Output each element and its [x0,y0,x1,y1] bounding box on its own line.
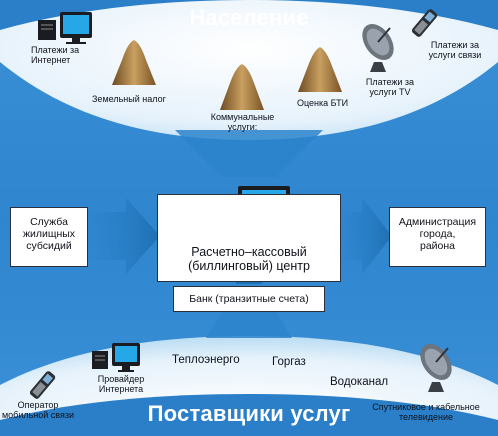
label-teploenergo: Теплоэнерго [172,354,240,366]
pyramid-icon [112,40,156,85]
label-telecom-pay: Платежи за услуги связи [428,40,482,61]
label-internet-pay: Платежи за Интернет [31,45,80,66]
label-tv-pay: Платежи за услуги TV [365,77,415,98]
bank-box: Банк (транзитные счета) [173,286,325,312]
subsidy-service-label: Служба жилищных субсидий [22,216,76,253]
label-vodokanal: Водоканал [330,376,389,388]
label-internet-provider: Провайдер Интернета [97,374,145,395]
arrow-center-to-right [340,198,392,274]
label-satellite-tv: Спутниковое и кабельное телевидение [372,402,480,423]
computer-icon [92,343,140,372]
label-land-tax: Земельный налог [92,94,166,104]
bank-label: Банк (транзитные счета) [189,293,309,305]
mobile-phone-icon [29,371,56,399]
providers-title: Поставщики услуг [147,401,351,426]
label-gorgaz: Горгаз [272,356,306,368]
label-utilities: Коммунальные услуги: [210,112,275,133]
arrow-bank-to-bottom [206,312,292,338]
administration-label: Администрация города, района [398,216,477,253]
administration-box: Администрация города, района [389,207,486,267]
label-mobile-operator: Оператор мобильной связи [1,400,75,421]
billing-center-label: Расчетно–кассовый (биллинговый) центр [188,245,310,274]
satellite-dish-icon [362,23,394,72]
pyramid-icon [298,47,342,92]
arrow-top-to-center [175,130,323,177]
label-bti: Оценка БТИ [297,98,349,108]
billing-center-box: Расчетно–кассовый (биллинговый) центр [157,194,341,282]
pyramid-icon [220,64,264,110]
mobile-phone-icon [411,9,438,37]
population-title: Население [189,5,309,30]
subsidy-service-box: Служба жилищных субсидий [10,207,88,267]
computer-icon [38,12,92,44]
arrow-left-to-center [88,198,160,274]
satellite-dish-icon [420,343,452,392]
